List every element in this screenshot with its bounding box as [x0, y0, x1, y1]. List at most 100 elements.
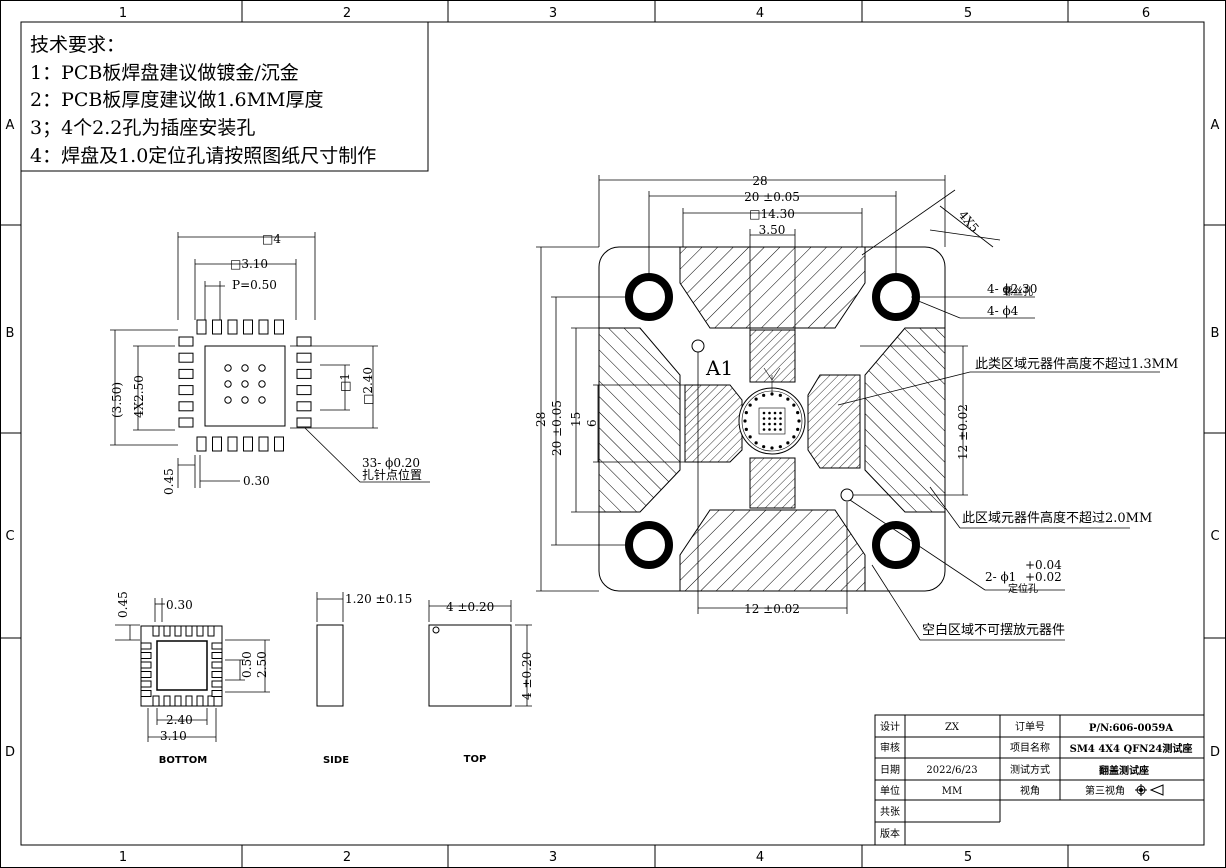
- footprint-pad: [178, 417, 194, 428]
- probe-points: [224, 364, 266, 404]
- bottom-pad: [140, 690, 152, 697]
- dim-label: 0.30: [166, 598, 193, 612]
- probe-point: [224, 380, 232, 388]
- bottom-pad: [196, 695, 204, 707]
- socket-contact: [762, 417, 766, 420]
- socket-contact: [754, 441, 758, 445]
- socket-contact: [773, 411, 777, 415]
- bottom-pad: [207, 625, 215, 637]
- socket-contact: [743, 419, 747, 423]
- view-label-bottom: BOTTOM: [159, 755, 207, 766]
- col-label: 5: [964, 6, 972, 21]
- footprint-pad: [296, 385, 312, 396]
- col-label: 1: [119, 850, 127, 865]
- socket-contact: [773, 422, 777, 426]
- test-method: 翻盖测试座: [1099, 764, 1149, 777]
- bottom-pads: [140, 625, 223, 707]
- dim-label: 20 ±0.05: [550, 400, 564, 456]
- bottom-dimension-lines: [115, 598, 270, 742]
- dim-label: 4X5: [956, 208, 982, 235]
- socket-contact: [762, 422, 766, 426]
- tb-label: 订单号: [1015, 721, 1045, 733]
- dim-label: P=0.50: [232, 278, 277, 292]
- footprint-pads: [178, 319, 312, 452]
- screw-note: 4- ϕ4: [987, 304, 1019, 318]
- socket-contact: [768, 411, 771, 415]
- footprint-pad: [274, 436, 284, 452]
- socket-contact: [762, 445, 766, 449]
- bottom-pad: [185, 625, 193, 637]
- probe-point: [258, 364, 266, 372]
- bottom-pad: [211, 680, 223, 688]
- tb-label: 测试方式: [1010, 763, 1050, 776]
- dim-label: 4X2.50: [132, 375, 146, 418]
- dim-label: 0.30: [243, 474, 270, 488]
- socket-contact: [768, 417, 771, 420]
- bottom-pad: [174, 625, 182, 637]
- probe-note: 扎针点位置: [362, 467, 422, 482]
- screw-note: 4- ϕ2.30: [987, 282, 1037, 296]
- bottom-pad: [207, 695, 215, 707]
- socket-contact: [770, 446, 774, 450]
- dim-label: 0.45: [116, 591, 130, 618]
- tb-label: 版本: [880, 827, 900, 840]
- view-label-top: TOP: [464, 754, 487, 765]
- footprint-pad: [178, 385, 194, 396]
- col-label: 6: [1142, 6, 1150, 21]
- socket-layout: A1 28 20 ±0.05 □14.30 3.50: [534, 174, 1178, 641]
- view-label-side: SIDE: [323, 755, 349, 766]
- tb-label: 审核: [880, 741, 900, 754]
- view-angle: 第三视角: [1085, 784, 1125, 797]
- footprint-pad: [178, 401, 194, 412]
- bottom-pad: [152, 695, 160, 707]
- socket-contact: [786, 441, 790, 445]
- frame-labels: 1 2 3 4 5 6 1 2 3 4 5 6 A B C D A B C D: [5, 6, 1220, 865]
- socket-contact: [748, 435, 752, 439]
- socket-contact: [773, 417, 777, 420]
- socket-contact: [779, 417, 782, 420]
- socket-contact: [762, 393, 766, 397]
- socket-contact: [778, 445, 782, 449]
- dim-label: 1.20 ±0.15: [345, 592, 412, 606]
- footprint-pad: [258, 319, 269, 335]
- row-label: B: [1211, 326, 1220, 341]
- chip-top-view: 4 ±0.20 4 ±0.20 TOP: [428, 600, 534, 765]
- blank-zone-note: 空白区域不可摆放元器件: [922, 622, 1065, 638]
- socket-contact: [744, 411, 748, 415]
- probe-note: 33- ϕ0.20: [362, 456, 420, 470]
- dim-label: 6: [585, 419, 599, 427]
- pin1-dot: [432, 626, 440, 634]
- bottom-pad: [140, 652, 152, 659]
- col-label: 5: [964, 850, 972, 865]
- row-label: D: [1210, 745, 1220, 760]
- col-label: 3: [549, 850, 557, 865]
- socket-contact: [796, 411, 800, 415]
- tb-label: 共张: [880, 806, 900, 818]
- bottom-pad: [211, 642, 223, 650]
- footprint-pad: [227, 436, 238, 452]
- probe-point: [258, 380, 266, 388]
- socket-contact: [792, 403, 796, 407]
- footprint-dimension-lines: [110, 232, 430, 488]
- footprint-pad: [178, 336, 194, 347]
- bottom-pad: [163, 625, 171, 637]
- footprint-pad: [296, 352, 312, 363]
- bottom-pad: [211, 690, 223, 697]
- socket-contact: [773, 428, 777, 431]
- project-name: SM4 4X4 QFN24测试座: [1070, 742, 1193, 755]
- dim-label: □3.10: [230, 257, 268, 271]
- pin1-marker: A1: [705, 356, 733, 380]
- footprint-pad: [296, 336, 312, 347]
- bottom-pad: [140, 671, 152, 678]
- bottom-pad: [196, 625, 204, 637]
- row-label: C: [5, 529, 14, 544]
- bottom-pad: [211, 661, 223, 669]
- row-label: D: [5, 745, 15, 760]
- chip-side-view: 1.20 ±0.15 SIDE: [316, 592, 412, 766]
- row-label: C: [1210, 529, 1219, 544]
- dim-label: 4 ±0.20: [446, 600, 494, 614]
- third-angle-projection-icon: [1135, 784, 1164, 796]
- dim-label: 3.50: [759, 223, 786, 237]
- row-label: A: [6, 118, 15, 133]
- dim-label: 2.40: [166, 713, 193, 727]
